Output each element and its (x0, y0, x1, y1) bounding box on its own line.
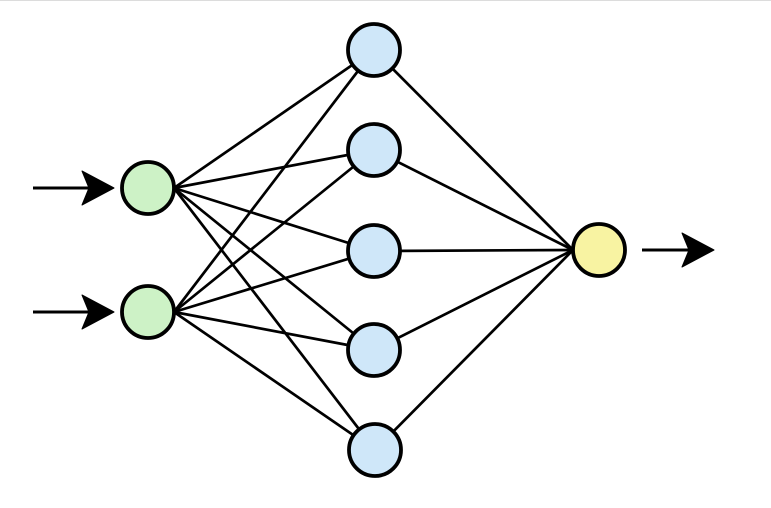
edge-in1-h5 (172, 187, 377, 451)
edge-in2-h3 (173, 249, 375, 314)
output-arrow-head (681, 232, 715, 268)
edge-in2-h4 (173, 310, 375, 352)
input-arrow-1-head (81, 170, 115, 206)
output-node-1 (571, 222, 627, 278)
window-top-border (0, 0, 771, 1)
edges-layer (172, 48, 574, 452)
edge-h3-out1 (373, 248, 574, 253)
edge-h2-out1 (373, 148, 574, 252)
hidden-node-5 (347, 422, 403, 478)
edge-in2-h5 (173, 310, 376, 452)
edge-in1-h1 (173, 48, 375, 190)
input-node-1 (120, 160, 176, 216)
hidden-node-1 (346, 22, 402, 78)
hidden-node-2 (346, 122, 402, 178)
input-node-2 (120, 284, 176, 340)
hidden-node-3 (346, 223, 402, 279)
hidden-node-4 (346, 322, 402, 378)
edge-h4-out1 (373, 248, 574, 352)
edge-in1-h4 (173, 186, 375, 352)
edge-in1-h2 (173, 148, 375, 190)
edge-in2-h1 (172, 49, 376, 313)
edge-in2-h2 (173, 148, 375, 314)
input-arrow-2-head (81, 294, 115, 330)
edge-in1-h3 (173, 186, 375, 253)
edge-h1-out1 (373, 49, 574, 251)
edge-h5-out1 (374, 249, 574, 451)
arrows-layer (33, 170, 715, 330)
nodes-layer (120, 22, 627, 478)
